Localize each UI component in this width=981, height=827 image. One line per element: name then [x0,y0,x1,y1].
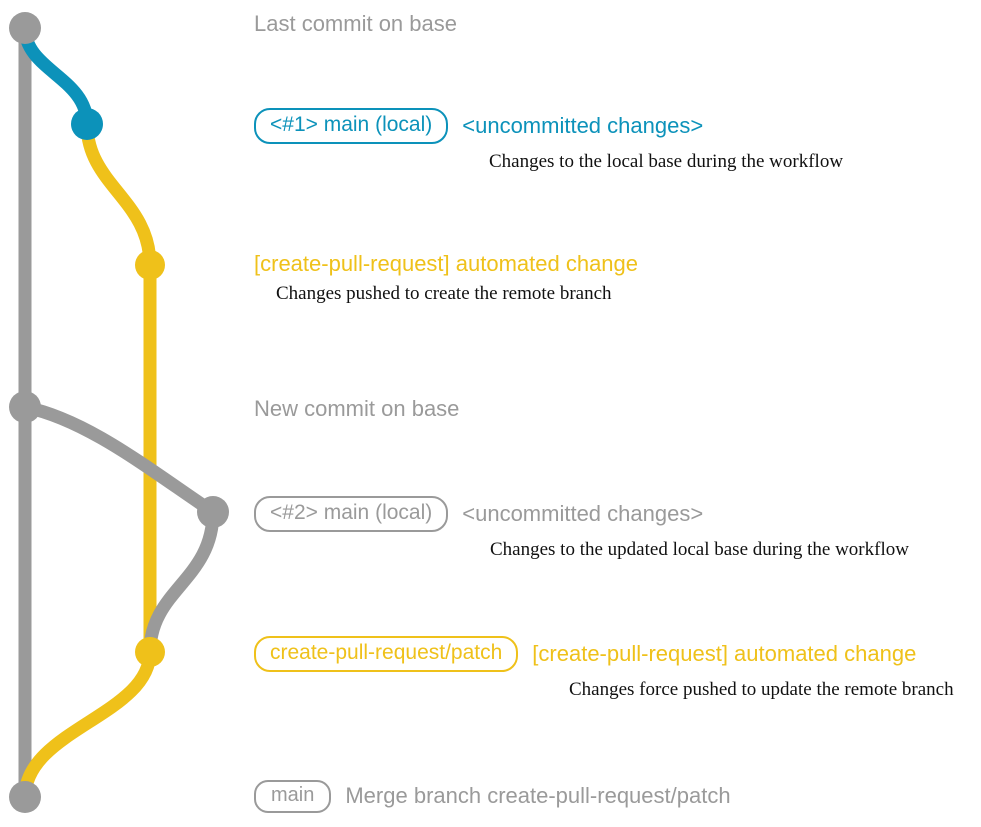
row-headline: Merge branch create-pull-request/patch [345,783,731,809]
node-base-top [9,12,41,44]
node-base-merge [9,781,41,813]
row-headline: New commit on base [254,396,460,421]
node-patch-1 [135,250,165,280]
row-automated-change-create: [create-pull-request] automated change C… [254,251,639,305]
branch-pill-main[interactable]: main [254,780,332,813]
edge-patch2-to-merge [18,645,157,804]
row-headline: [create-pull-request] automated change [254,251,639,276]
row-automated-change-update: create-pull-request/patch [create-pull-r… [254,636,954,701]
edge-base-to-local1 [18,21,94,131]
branch-pill-local-1[interactable]: <#1> main (local) [254,108,449,144]
row-description: Changes force pushed to update the remot… [569,678,954,700]
row-description: Changes to the updated local base during… [490,538,909,560]
row-new-commit-on-base: New commit on base [254,396,460,421]
row-headline: <uncommitted changes> [462,500,704,526]
node-local-1 [71,108,103,140]
row-local-uncommitted-2: <#2> main (local) <uncommitted changes> … [254,496,909,561]
row-headline: Last commit on base [254,11,457,36]
node-local-2 [197,496,229,528]
row-merge-commit: main Merge branch create-pull-request/pa… [254,780,731,813]
edge-local2-to-patch2 [143,505,220,659]
row-description: Changes pushed to create the remote bran… [276,283,612,305]
edge-local1-to-patch1 [80,117,157,272]
edge-basenew-to-local2 [18,400,220,519]
node-base-new [9,391,41,423]
row-last-commit-on-base: Last commit on base [254,11,457,36]
branch-pill-local-2[interactable]: <#2> main (local) [254,496,449,532]
row-headline: <uncommitted changes> [462,112,704,138]
row-headline: [create-pull-request] automated change [532,640,917,666]
branch-pill-patch[interactable]: create-pull-request/patch [254,636,519,672]
row-local-uncommitted-1: <#1> main (local) <uncommitted changes> … [254,108,843,173]
row-description: Changes to the local base during the wor… [489,150,844,172]
node-patch-2 [135,637,165,667]
